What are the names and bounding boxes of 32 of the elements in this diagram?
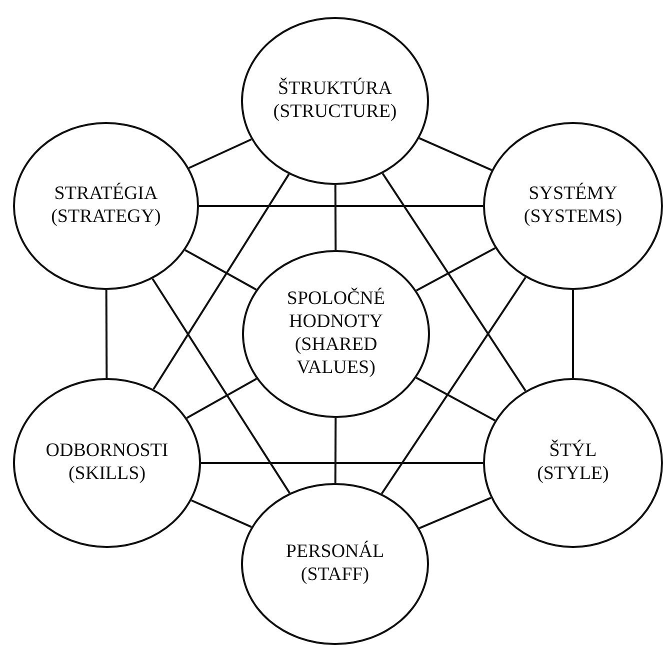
connector-line	[416, 376, 496, 422]
connector-line	[418, 496, 492, 530]
node-label: ŠTÝL	[549, 440, 597, 463]
node-label: SYSTÉMY	[528, 183, 618, 206]
node-label: (STAFF)	[300, 564, 370, 587]
connector-line	[334, 418, 337, 483]
connector-line	[188, 138, 252, 169]
connector-line	[199, 205, 483, 207]
connector-line	[418, 137, 492, 172]
node-label: ODBORNOSTI	[46, 440, 168, 463]
connector-line	[382, 172, 526, 392]
node-label: ŠTRUKTÚRA	[278, 78, 392, 101]
connector-line	[105, 290, 108, 378]
connector-line	[334, 185, 337, 250]
node-label: SPOLOČNÉ HODNOTY	[286, 288, 386, 334]
node-label: (SHARED VALUES)	[294, 334, 378, 380]
node-label: STRATÉGIA	[54, 183, 158, 206]
node-label: (STYLE)	[537, 463, 609, 486]
connector-line	[186, 378, 257, 419]
node-label: (SKILLS)	[68, 463, 146, 486]
connector-line	[152, 278, 290, 494]
node-label: (STRUCTURE)	[273, 101, 397, 124]
node-label: PERSONÁL	[286, 541, 384, 564]
connector-line	[191, 499, 252, 528]
node-label: (STRATEGY)	[51, 206, 161, 229]
connector-line	[572, 290, 574, 378]
connector-line	[201, 462, 483, 464]
connector-line	[416, 247, 496, 292]
connector-line	[152, 174, 290, 390]
connector-line	[380, 276, 526, 494]
node-label: (SYSTEMS)	[524, 206, 622, 229]
connector-line	[184, 249, 257, 290]
